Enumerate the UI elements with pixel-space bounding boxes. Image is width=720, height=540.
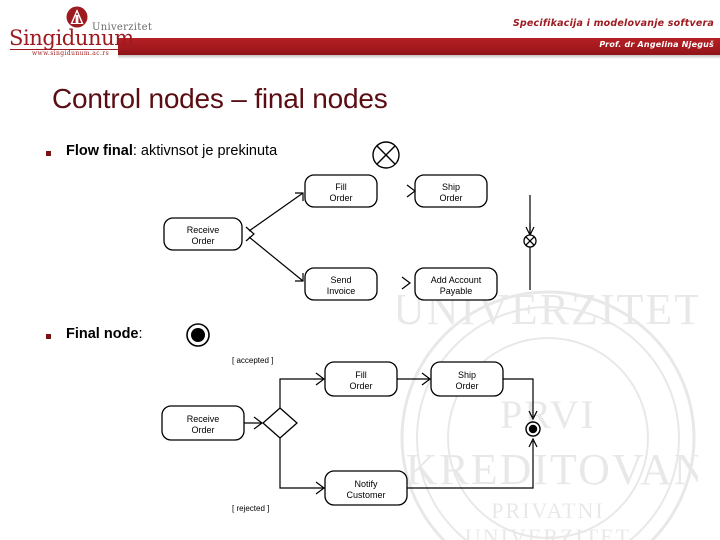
node-fill-order: Fill Order	[304, 174, 378, 208]
header-red-bar	[118, 38, 720, 55]
svg-text:Fill: Fill	[355, 370, 367, 380]
node-send-invoice: Send Invoice	[304, 267, 378, 301]
logo-underline	[10, 49, 132, 50]
edge-notify-to-final	[407, 441, 534, 489]
course-title: Specifikacija i modelovanje softvera	[512, 18, 714, 29]
edge-decision-to-notify	[279, 438, 323, 489]
page-title: Control nodes – final nodes	[52, 83, 388, 114]
guard-accepted: [ accepted ]	[232, 356, 273, 365]
activity-final-node	[525, 421, 541, 437]
svg-text:Ship: Ship	[442, 182, 460, 192]
bullet-marker-1	[46, 151, 51, 156]
node-ship-order: Ship Order	[430, 361, 504, 397]
bullet-text-2: Final node:	[66, 326, 143, 342]
svg-text:Customer: Customer	[346, 490, 385, 500]
svg-text:Notify: Notify	[354, 479, 378, 489]
bullet-2-strong: Final node	[66, 326, 139, 342]
diagram-final-node: [ accepted ] [ rejected ] Receive Order …	[150, 345, 570, 520]
svg-text:Fill: Fill	[335, 182, 347, 192]
arrowhead-addacct	[401, 276, 411, 290]
edge-decision-to-fill	[279, 378, 323, 408]
slide-header: Specifikacija i modelovanje softvera Pro…	[0, 0, 720, 59]
singidunum-logo: Univerzitet Singidunum www.singidunum.ac…	[6, 6, 152, 57]
node-receive-order: Receive Order	[163, 217, 243, 251]
bullet-text-1: Flow final: aktivnsot je prekinuta	[66, 143, 277, 159]
bullet-1-rest: : aktivnsot je prekinuta	[132, 143, 278, 159]
arrowhead-ship	[406, 184, 416, 198]
node-ship-order: Ship Order	[414, 174, 488, 208]
edge-ship-to-final	[503, 378, 534, 417]
svg-text:Order: Order	[349, 381, 372, 391]
svg-text:Payable: Payable	[440, 286, 473, 296]
guard-rejected: [ rejected ]	[232, 504, 269, 513]
decision-diamond	[262, 407, 298, 439]
svg-text:Ship: Ship	[458, 370, 476, 380]
svg-text:Send: Send	[330, 275, 351, 285]
edge-receive-to-send	[248, 236, 304, 282]
svg-text:Order: Order	[329, 193, 352, 203]
arrowhead-fork	[245, 226, 255, 242]
bullet-marker-2	[46, 334, 51, 339]
diagram-flow-final: Receive Order Fill Order Ship Order Send…	[150, 165, 570, 305]
svg-text:Order: Order	[439, 193, 462, 203]
circle-x-icon	[371, 140, 401, 170]
arrowhead-fill	[315, 372, 325, 386]
logo-wordmark: Singidunum	[9, 26, 134, 50]
header-bar-shadow	[118, 55, 720, 59]
svg-text:Order: Order	[191, 425, 214, 435]
arrowhead-decision	[253, 416, 263, 430]
filled-circle-in-ring-icon	[185, 322, 211, 348]
svg-text:UNIVERZITET: UNIVERZITET	[465, 524, 631, 540]
shield-icon	[64, 6, 90, 28]
arrowhead-final-bottom	[528, 437, 538, 448]
arrowhead-notify	[315, 481, 325, 495]
svg-text:Add Account: Add Account	[431, 275, 482, 285]
svg-text:Receive: Receive	[187, 414, 220, 424]
node-receive-order: Receive Order	[161, 405, 245, 441]
node-notify-customer: Notify Customer	[324, 470, 408, 506]
bullet-2-rest: :	[138, 326, 143, 342]
flow-final-node	[523, 195, 537, 290]
node-add-account-payable: Add Account Payable	[414, 267, 498, 301]
logo-univerzitet-word: Univerzitet	[92, 22, 153, 33]
arrowhead-ship	[421, 372, 431, 386]
bullet-1-strong: Flow final	[66, 143, 133, 159]
edge-receive-to-fill	[248, 192, 304, 232]
arrowhead-final-top	[528, 410, 538, 421]
lecturer-name: Prof. dr Angelina Njeguš	[599, 40, 714, 49]
svg-text:Invoice: Invoice	[327, 286, 356, 296]
logo-url: www.singidunum.ac.rs	[32, 50, 110, 57]
svg-text:Order: Order	[191, 236, 214, 246]
svg-text:Receive: Receive	[187, 225, 220, 235]
node-fill-order: Fill Order	[324, 361, 398, 397]
svg-text:Order: Order	[455, 381, 478, 391]
